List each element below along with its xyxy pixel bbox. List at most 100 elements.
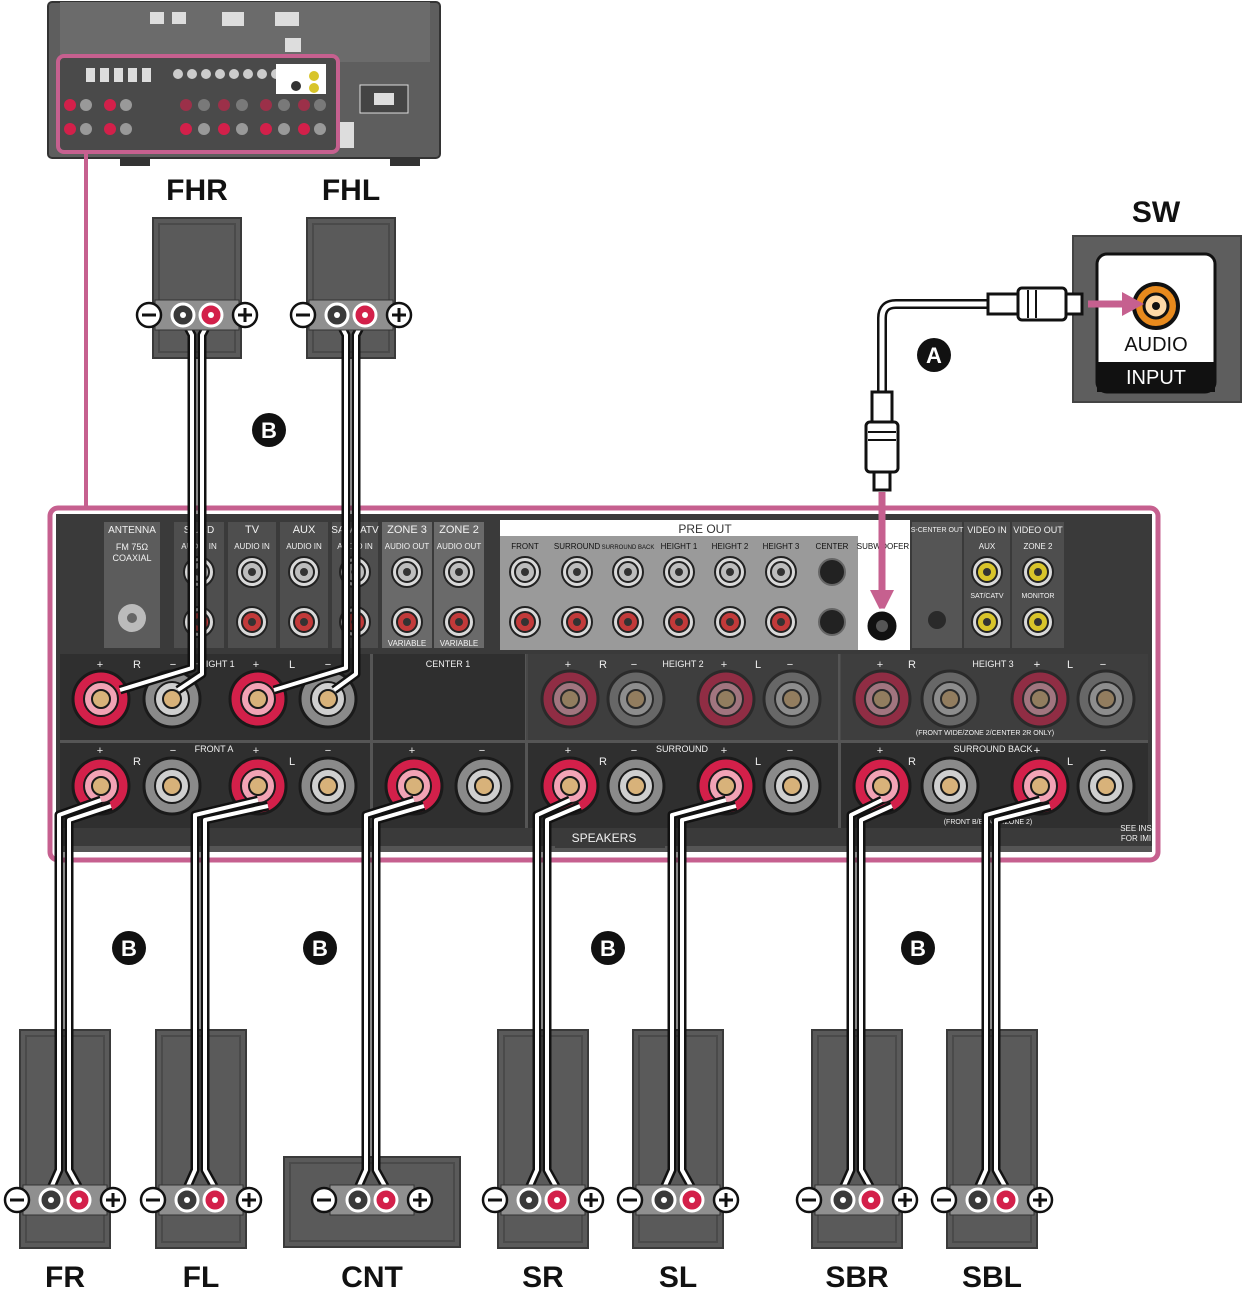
speaker-negative-terminal[interactable] bbox=[174, 1187, 200, 1213]
s-center-jack[interactable] bbox=[928, 611, 946, 629]
pre-out-channel-label: CENTER bbox=[816, 542, 849, 551]
speaker-positive-terminal[interactable] bbox=[202, 1187, 228, 1213]
rca-jack[interactable] bbox=[509, 556, 541, 588]
see-note-1: SEE INS bbox=[1120, 824, 1152, 833]
terminal-marking: + bbox=[1034, 745, 1040, 757]
terminal-marking: − bbox=[787, 659, 793, 671]
speaker-positive-terminal[interactable] bbox=[373, 1187, 399, 1213]
speaker-label-sr: SR bbox=[522, 1261, 564, 1294]
speaker-positive-terminal[interactable] bbox=[993, 1187, 1019, 1213]
rca-jack[interactable] bbox=[1022, 606, 1054, 638]
negative-terminal[interactable] bbox=[920, 756, 980, 816]
rca-jack[interactable] bbox=[288, 606, 320, 638]
speaker-positive-terminal[interactable] bbox=[544, 1187, 570, 1213]
rca-jack[interactable] bbox=[971, 556, 1003, 588]
positive-terminal[interactable] bbox=[852, 669, 912, 729]
positive-terminal[interactable] bbox=[71, 756, 131, 816]
negative-terminal[interactable] bbox=[298, 756, 358, 816]
rca-jack[interactable] bbox=[561, 606, 593, 638]
terminal-marking: R bbox=[908, 659, 916, 671]
rca-jack[interactable] bbox=[443, 556, 475, 588]
center-pre-out-jack[interactable] bbox=[818, 558, 846, 586]
cable-marker-b: B bbox=[303, 931, 337, 965]
rca-jack[interactable] bbox=[1022, 556, 1054, 588]
speaker-terminal-pair bbox=[3, 1184, 127, 1216]
rca-jack[interactable] bbox=[765, 556, 797, 588]
speaker-cable bbox=[973, 795, 1042, 1190]
speaker-negative-terminal[interactable] bbox=[830, 1187, 856, 1213]
group-surround-back: SURROUND BACK bbox=[953, 744, 1032, 754]
positive-terminal[interactable] bbox=[696, 669, 756, 729]
rca-jack[interactable] bbox=[663, 606, 695, 638]
rca-jack[interactable] bbox=[612, 606, 644, 638]
rca-jack[interactable] bbox=[391, 606, 423, 638]
speaker-negative-terminal[interactable] bbox=[516, 1187, 542, 1213]
speaker-negative-terminal[interactable] bbox=[651, 1187, 677, 1213]
terminal-marking: − bbox=[479, 745, 485, 757]
rca-jack[interactable] bbox=[236, 556, 268, 588]
speaker-negative-terminal[interactable] bbox=[170, 302, 196, 328]
rca-jack[interactable] bbox=[236, 606, 268, 638]
center-pre-out-jack[interactable] bbox=[818, 608, 846, 636]
minus-icon bbox=[139, 1186, 167, 1214]
tv-sub: AUDIO IN bbox=[234, 542, 270, 551]
positive-terminal[interactable] bbox=[540, 756, 600, 816]
plus-icon bbox=[231, 301, 259, 329]
rca-jack[interactable] bbox=[714, 606, 746, 638]
zone2-title: ZONE 2 bbox=[439, 524, 479, 536]
rca-jack[interactable] bbox=[509, 606, 541, 638]
cable-marker-a: A bbox=[917, 338, 951, 372]
pre-out-channel-label: SURROUND bbox=[554, 542, 600, 551]
negative-terminal[interactable] bbox=[762, 669, 822, 729]
rca-jack[interactable] bbox=[288, 556, 320, 588]
negative-terminal[interactable] bbox=[1076, 756, 1136, 816]
speaker-cable bbox=[371, 801, 426, 1191]
minus-icon bbox=[616, 1186, 644, 1214]
rear-panel: ANTENNA FM 75Ω COAXIAL SA/CD AUDIO IN TV… bbox=[47, 505, 1161, 863]
pre-out-channel-label: HEIGHT 3 bbox=[763, 542, 800, 551]
cable-marker-b-label: B bbox=[600, 936, 616, 961]
sw-jack-label-input: INPUT bbox=[1126, 367, 1186, 389]
rca-jack[interactable] bbox=[663, 556, 695, 588]
terminal-marking: R bbox=[133, 659, 141, 671]
speaker-cable bbox=[838, 795, 884, 1190]
speaker-negative-terminal[interactable] bbox=[345, 1187, 371, 1213]
positive-terminal[interactable] bbox=[852, 756, 912, 816]
height3-note: (FRONT WIDE/ZONE 2/CENTER 2R ONLY) bbox=[916, 730, 1054, 737]
negative-terminal[interactable] bbox=[920, 669, 980, 729]
negative-terminal[interactable] bbox=[606, 756, 666, 816]
terminal-marking: − bbox=[631, 745, 637, 757]
rca-plug-sw-end bbox=[986, 286, 1084, 322]
positive-terminal[interactable] bbox=[228, 669, 288, 729]
rca-jack[interactable] bbox=[443, 606, 475, 638]
rca-jack[interactable] bbox=[391, 556, 423, 588]
speaker-cable bbox=[677, 801, 738, 1191]
speaker-positive-terminal[interactable] bbox=[352, 302, 378, 328]
cable-marker-a-label: A bbox=[926, 343, 942, 368]
speaker-negative-terminal[interactable] bbox=[324, 302, 350, 328]
rca-jack[interactable] bbox=[612, 556, 644, 588]
negative-terminal[interactable] bbox=[762, 756, 822, 816]
aux-title: AUX bbox=[293, 524, 316, 536]
negative-terminal[interactable] bbox=[1076, 669, 1136, 729]
positive-terminal[interactable] bbox=[71, 669, 131, 729]
minus-icon bbox=[3, 1186, 31, 1214]
speaker-negative-terminal[interactable] bbox=[965, 1187, 991, 1213]
rca-jack[interactable] bbox=[714, 556, 746, 588]
positive-terminal[interactable] bbox=[1010, 669, 1070, 729]
positive-terminal[interactable] bbox=[540, 669, 600, 729]
rca-jack[interactable] bbox=[971, 606, 1003, 638]
video-in-aux: AUX bbox=[979, 542, 996, 551]
speaker-fhr bbox=[152, 217, 242, 359]
speaker-positive-terminal[interactable] bbox=[858, 1187, 884, 1213]
speaker-positive-terminal[interactable] bbox=[679, 1187, 705, 1213]
speaker-negative-terminal[interactable] bbox=[38, 1187, 64, 1213]
speaker-positive-terminal[interactable] bbox=[66, 1187, 92, 1213]
negative-terminal[interactable] bbox=[142, 756, 202, 816]
negative-terminal[interactable] bbox=[606, 669, 666, 729]
rca-jack[interactable] bbox=[561, 556, 593, 588]
speaker-positive-terminal[interactable] bbox=[198, 302, 224, 328]
negative-terminal[interactable] bbox=[454, 756, 514, 816]
speakers-title: SPEAKERS bbox=[572, 831, 637, 845]
rca-jack[interactable] bbox=[765, 606, 797, 638]
